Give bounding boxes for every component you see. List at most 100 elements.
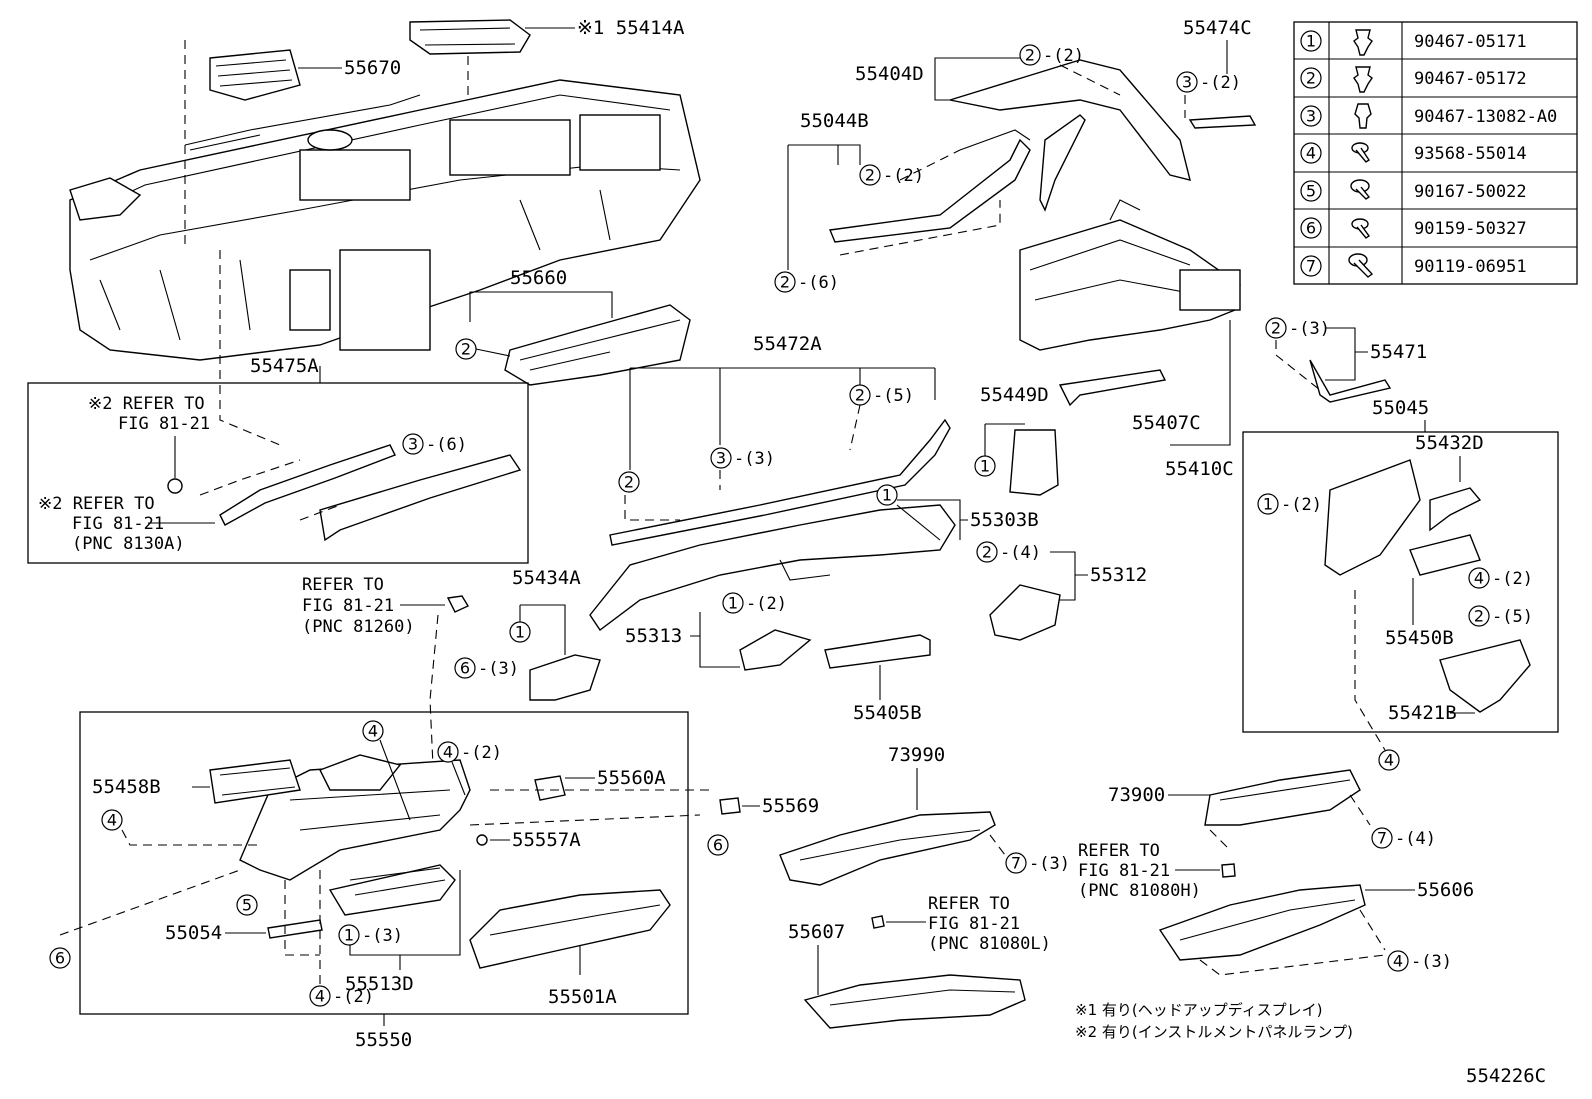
qty: -(3)	[1411, 952, 1452, 972]
label-55474C: 55474C	[1183, 17, 1252, 39]
callout-1: 1	[728, 594, 738, 613]
qty: -(5)	[1492, 607, 1533, 627]
callout-2: 2	[865, 166, 875, 185]
ref-text: FIG 81-21	[1078, 861, 1170, 881]
bracket-55450B	[1409, 534, 1481, 576]
label-73900: 73900	[1108, 784, 1165, 806]
label-55405B: 55405B	[853, 702, 922, 724]
qty: -(2)	[333, 987, 374, 1007]
table-no-3: 3	[1306, 107, 1316, 126]
ref-text: (PNC 81080H)	[1078, 881, 1201, 901]
ref-text: FIG 81-21	[302, 596, 394, 616]
trim-strip-55472A	[609, 418, 951, 546]
qty: -(2)	[1492, 569, 1533, 589]
callout-2: 2	[780, 273, 790, 292]
ref-text: REFER TO	[1078, 841, 1160, 861]
ref-text: FIG 81-21	[72, 514, 164, 534]
panel-55045	[1324, 459, 1421, 576]
trim-55471	[1309, 359, 1392, 403]
box-55475A	[27, 382, 529, 564]
vent-55670	[209, 49, 301, 101]
callout-1: 1	[515, 623, 525, 642]
table-part-2: 90467-05172	[1414, 69, 1527, 89]
label-55421B: 55421B	[1388, 702, 1457, 724]
qty: -(3)	[362, 926, 403, 946]
label-55045: 55045	[1372, 397, 1429, 419]
panel-73900	[1204, 769, 1361, 826]
callout-6: 6	[713, 836, 723, 855]
hud-cover-55414A	[409, 19, 531, 55]
label-55472A: 55472A	[753, 333, 822, 355]
callout-4: 4	[1384, 751, 1394, 770]
label-55607: 55607	[788, 921, 845, 943]
qty: -(2)	[461, 743, 502, 763]
panel-73990	[779, 811, 996, 886]
label-55410C: 55410C	[1165, 458, 1234, 480]
latch-55560A	[534, 775, 566, 801]
callout-3: 3	[716, 449, 726, 468]
callout-6: 6	[55, 949, 65, 968]
callout-4: 4	[1474, 569, 1484, 588]
glovebox-door-55501A	[469, 889, 671, 969]
table-no-2: 2	[1306, 69, 1316, 88]
label-73990: 73990	[888, 744, 945, 766]
clip-icon	[1354, 103, 1372, 129]
callout-2: 2	[461, 340, 471, 359]
table-part-7: 90119-06951	[1414, 257, 1527, 277]
box-55045	[1242, 431, 1559, 733]
callout-4: 4	[368, 722, 378, 741]
table-part-1: 90467-05171	[1414, 32, 1527, 52]
trim-55432D	[1429, 487, 1482, 532]
label-55475A: 55475A	[250, 355, 319, 377]
ref-text: REFER TO	[928, 894, 1010, 914]
callout-2: 2	[1025, 46, 1035, 65]
screw-icon	[476, 834, 488, 846]
label-55501A: 55501A	[548, 986, 617, 1008]
lamp-81260	[446, 595, 470, 613]
note-panel-lamp: ※2 有り(インストルメントパネルランプ)	[1075, 1023, 1353, 1041]
label-55513D: 55513D	[345, 973, 414, 995]
screw-icon	[1350, 179, 1371, 200]
callout-5: 5	[242, 896, 252, 915]
diagram-code: 554226C	[1466, 1065, 1546, 1087]
table-no-5: 5	[1306, 182, 1316, 201]
fastener-table: 1 90467-05171 2 90467-05172 3 90467-1308…	[1293, 21, 1578, 285]
qty: -(6)	[426, 435, 467, 455]
label-55432D: 55432D	[1415, 432, 1484, 454]
trim-55404D	[949, 59, 1191, 212]
callout-1: 1	[344, 926, 354, 945]
callout-2: 2	[982, 543, 992, 562]
bracket-55312	[989, 584, 1061, 641]
callout-1: 1	[1263, 495, 1273, 514]
lamp-81080H	[1221, 863, 1236, 878]
callout-7: 7	[1011, 854, 1021, 873]
table-no-6: 6	[1306, 219, 1316, 238]
qty: -(2)	[1200, 73, 1241, 93]
callout-1: 1	[980, 457, 990, 476]
note-hud: ※1 有り(ヘッドアップディスプレイ)	[1075, 1001, 1323, 1019]
callout-2: 2	[1474, 607, 1484, 626]
table-part-4: 93568-55014	[1414, 144, 1527, 164]
table-part-5: 90167-50022	[1414, 182, 1527, 202]
label-55458B: 55458B	[92, 776, 161, 798]
table-no-4: 4	[1306, 144, 1316, 163]
qty: -(5)	[873, 386, 914, 406]
garnish-55475A	[219, 444, 522, 542]
label-55313: 55313	[625, 625, 682, 647]
qty: -(4)	[1395, 829, 1436, 849]
label-55404D: 55404D	[855, 63, 924, 85]
label-55557A: 55557A	[512, 829, 581, 851]
label-55414A: ※1 55414A	[577, 17, 685, 39]
callout-4: 4	[315, 987, 325, 1006]
box-55550	[79, 711, 689, 1015]
label-55407C: 55407C	[1132, 412, 1201, 434]
label-55044B: 55044B	[800, 110, 869, 132]
callout-3: 3	[408, 435, 418, 454]
callout-4: 4	[443, 743, 453, 762]
label-55450B: 55450B	[1385, 627, 1454, 649]
trim-55044B	[829, 129, 1031, 243]
qty: -(2)	[1281, 495, 1322, 515]
ref-text: ※2 REFER TO	[38, 494, 155, 514]
qty: -(3)	[1289, 319, 1330, 339]
